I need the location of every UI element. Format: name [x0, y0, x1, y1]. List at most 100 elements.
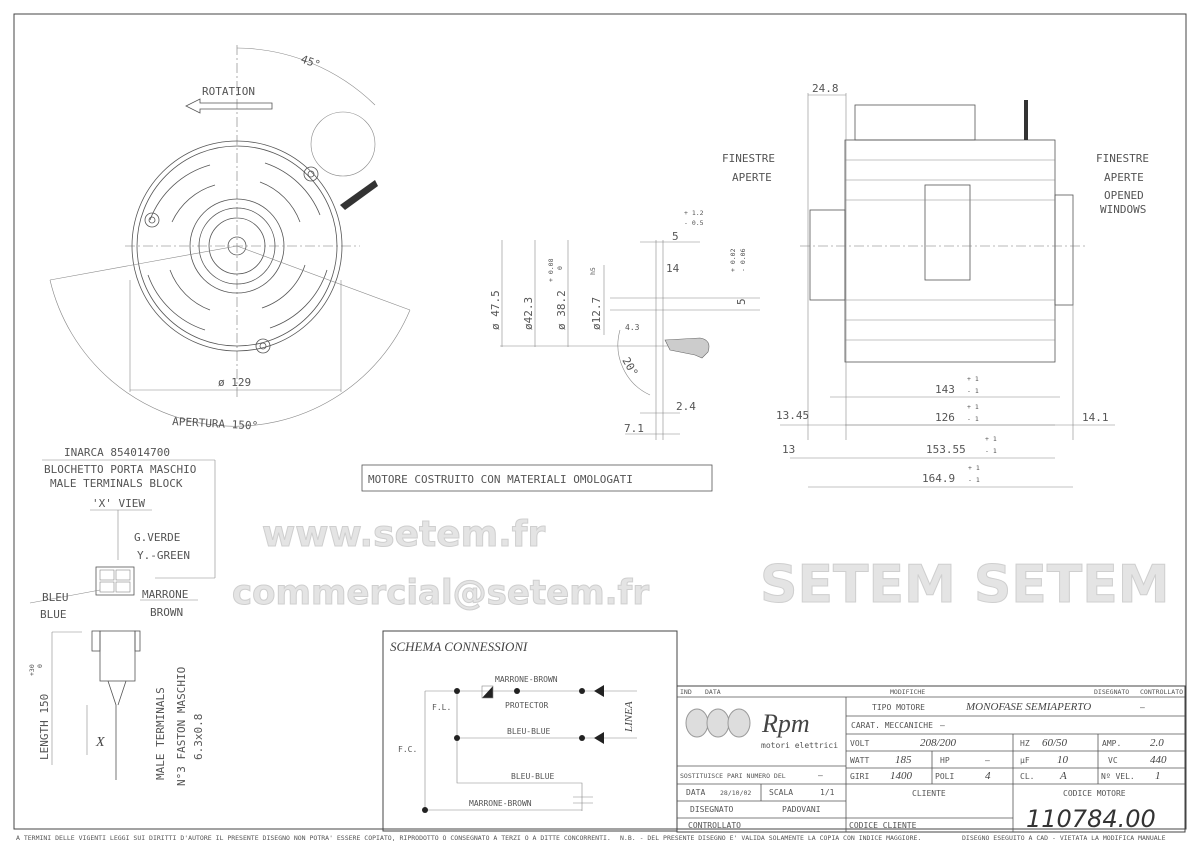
dim-d42-3: ø42.3: [522, 297, 535, 330]
tb-carat-label: CARAT. MECCANICHE: [851, 721, 933, 730]
watermark-brand: SETEM SETEM: [760, 555, 1170, 615]
tb-cl-label: CL.: [1020, 772, 1034, 781]
tb-uf: 10: [1057, 754, 1069, 766]
x-direction-label: X: [95, 735, 105, 750]
tb-nvel: 1: [1155, 770, 1161, 782]
materials-note: MOTORE COSTRUITO CON MATERIALI OMOLOGATI: [368, 473, 633, 486]
dim-164-tol-plus: + 1: [968, 464, 980, 472]
dim-angle-20: 20°: [619, 355, 640, 379]
dim-143: 143: [935, 383, 955, 396]
tb-disegnato: PADOVANI: [782, 805, 821, 814]
tb-watt-label: WATT: [850, 756, 869, 765]
footer-cad: DISEGNO ESEGUITO A CAD - VIETATA LA MODI…: [962, 834, 1166, 842]
front-view: 45° ROTATION ø 129 APERTURA 150°: [49, 45, 411, 433]
tb-cliente-label: CLIENTE: [912, 789, 946, 798]
tb-hz: 60/50: [1042, 737, 1068, 749]
tb-controllato-label: CONTROLLATO: [688, 821, 741, 830]
schema-brown-top: MARRONE-BROWN: [495, 675, 558, 684]
terminal-title-en: MALE TERMINALS BLOCK: [50, 477, 183, 490]
schema-fl: F.L.: [432, 703, 451, 712]
tb-carat-value: —: [940, 721, 945, 730]
windows-right-label-3: OPENED: [1104, 189, 1144, 202]
tb-data-header: DATA: [705, 688, 721, 696]
terminal-title-it: BLOCHETTO PORTA MASCHIO: [44, 463, 196, 476]
tb-poli-label: POLI: [935, 772, 954, 781]
tb-amp-label: AMP.: [1102, 739, 1121, 748]
footer-copyright: A TERMINI DELLE VIGENTI LEGGI SUI DIRITT…: [16, 834, 611, 842]
windows-right-label-2: APERTE: [1104, 171, 1144, 184]
dim-5b-tol-plus: + 0.02: [729, 248, 737, 272]
dim-143-tol-minus: - 1: [967, 387, 979, 395]
schema-blue-low: BLEU-BLUE: [511, 772, 555, 781]
tb-scala-label: SCALA: [769, 788, 793, 797]
tb-controllato-header: CONTROLLATO: [1140, 688, 1183, 696]
dim-153-tol-plus: + 1: [985, 435, 997, 443]
dim-24-8: 24.8: [812, 82, 839, 95]
line-terminal-arrows-icon: [594, 685, 604, 744]
opening-150-label: APERTURA 150°: [172, 415, 259, 432]
green-wire-label-it: G.VERDE: [134, 531, 180, 544]
angle-45-label: 45°: [299, 53, 322, 72]
length-tol-plus: +30: [28, 664, 36, 676]
tb-codice-motore: 110784.00: [1026, 805, 1156, 833]
terminal-block-detail: INARCA 854014700 BLOCHETTO PORTA MASCHIO…: [28, 446, 216, 786]
watermark: www.setem.fr SETEM SETEM commercial@sete…: [232, 514, 1171, 616]
dim-5-tol-plus: + 1.2: [684, 209, 704, 217]
tb-tipo-motore-label: TIPO MOTORE: [872, 703, 925, 712]
watermark-url: www.setem.fr: [262, 514, 545, 555]
dim-14: 14: [666, 262, 680, 275]
schema-linea: LINEA: [623, 701, 635, 733]
dim-164-tol-minus: - 1: [968, 476, 980, 484]
tb-sostituisce-label: SOSTITUISCE PARI NUMERO DEL: [680, 772, 786, 780]
tb-watt: 185: [895, 754, 912, 766]
tb-nvel-label: Nº VEL.: [1101, 772, 1135, 781]
rotation-label: ROTATION: [202, 85, 255, 98]
schema-blue-mid: BLEU-BLUE: [507, 727, 551, 736]
dim-2-4: 2.4: [676, 400, 696, 413]
tb-poli: 4: [985, 770, 991, 782]
diameter-129-label: ø 129: [218, 376, 251, 389]
windows-right-label-4: WINDOWS: [1100, 203, 1146, 216]
dim-7-1: 7.1: [624, 422, 644, 435]
sheet-border: [13, 13, 1187, 830]
tb-data: 28/10/02: [720, 789, 751, 797]
faston-size-label: 6.3x0.8: [192, 714, 205, 760]
wiring-schema: SCHEMA CONNESSIONI MARRONE-BROWN PROTECT…: [382, 630, 678, 832]
watermark-email: commercial@setem.fr: [232, 573, 649, 613]
side-view: 24.8 FINESTRE APERTE FINESTRE APERTE OPE…: [722, 82, 1149, 488]
dim-d38-tol-plus: + 0.08: [547, 258, 555, 282]
faston-label: N°3 FASTON MASCHIO: [175, 667, 188, 786]
logo-subtitle: motori elettrici: [761, 741, 838, 750]
tb-giri: 1400: [890, 770, 913, 782]
logo-text: Rpm: [761, 709, 810, 738]
tb-amp: 2.0: [1150, 737, 1164, 749]
tb-tipo-motore: MONOFASE SEMIAPERTO: [965, 701, 1091, 713]
tb-ind: IND: [680, 688, 692, 696]
schema-title: SCHEMA CONNESSIONI: [390, 639, 528, 654]
tb-hp-label: HP: [940, 756, 950, 765]
dim-126-tol-plus: + 1: [967, 403, 979, 411]
windows-left-label-1: FINESTRE: [722, 152, 775, 165]
tb-cl: A: [1059, 770, 1067, 782]
blue-wire-label-en: BLUE: [40, 608, 67, 621]
dim-13: 13: [782, 443, 795, 456]
green-wire-label-en: Y.-GREEN: [137, 549, 190, 562]
blue-wire-label-it: BLEU: [42, 591, 69, 604]
dim-4-3: 4.3: [625, 323, 640, 332]
tb-sostituisce: —: [818, 771, 823, 780]
dim-d12-tol: h5: [589, 267, 597, 275]
windows-right-label-1: FINESTRE: [1096, 152, 1149, 165]
footer-note: N.B. - DEL PRESENTE DISEGNO E' VALIDA SO…: [620, 834, 921, 842]
tb-codice-motore-label: CODICE MOTORE: [1063, 789, 1126, 798]
rotation-arrow-icon: [185, 98, 273, 114]
x-view-label: 'X' VIEW: [92, 497, 145, 510]
dim-143-tol-plus: + 1: [967, 375, 979, 383]
dim-14-1: 14.1: [1082, 411, 1109, 424]
brown-wire-label-it: MARRONE: [142, 588, 188, 601]
length-150-label: LENGTH 150: [38, 694, 51, 760]
tb-hz-label: HZ: [1020, 739, 1030, 748]
tb-scala: 1/1: [820, 788, 835, 797]
tb-codice-cliente-label: CODICE CLIENTE: [849, 821, 917, 830]
schema-fc: F.C.: [398, 745, 417, 754]
